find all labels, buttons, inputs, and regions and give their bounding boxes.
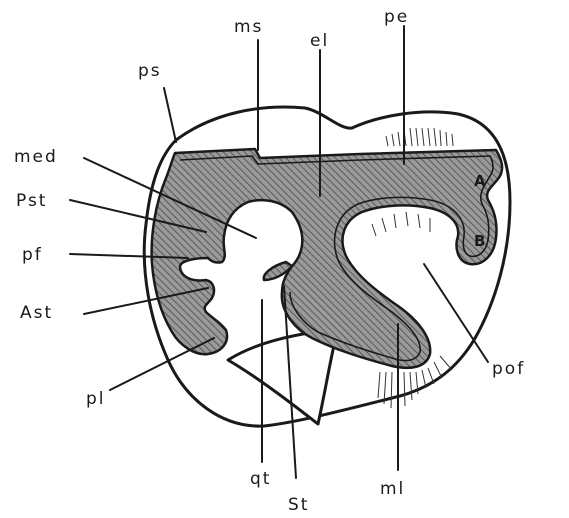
- label-pf: pf: [22, 245, 43, 265]
- label-med: med: [14, 147, 58, 167]
- label-pof: pof: [492, 359, 525, 379]
- label-Ast: Ast: [20, 303, 53, 323]
- leader-ps: [164, 88, 176, 142]
- label-ps: ps: [138, 61, 162, 81]
- label-pl: pl: [86, 389, 106, 409]
- label-Pst: Pst: [16, 191, 47, 211]
- label-ms: ms: [234, 17, 263, 37]
- label-el: el: [310, 31, 329, 51]
- label-qt: qt: [250, 469, 271, 489]
- label-A: A: [474, 172, 486, 190]
- label-B: B: [474, 232, 485, 250]
- label-St: St: [288, 495, 309, 515]
- label-ml: ml: [380, 479, 405, 499]
- label-pe: pe: [384, 7, 409, 27]
